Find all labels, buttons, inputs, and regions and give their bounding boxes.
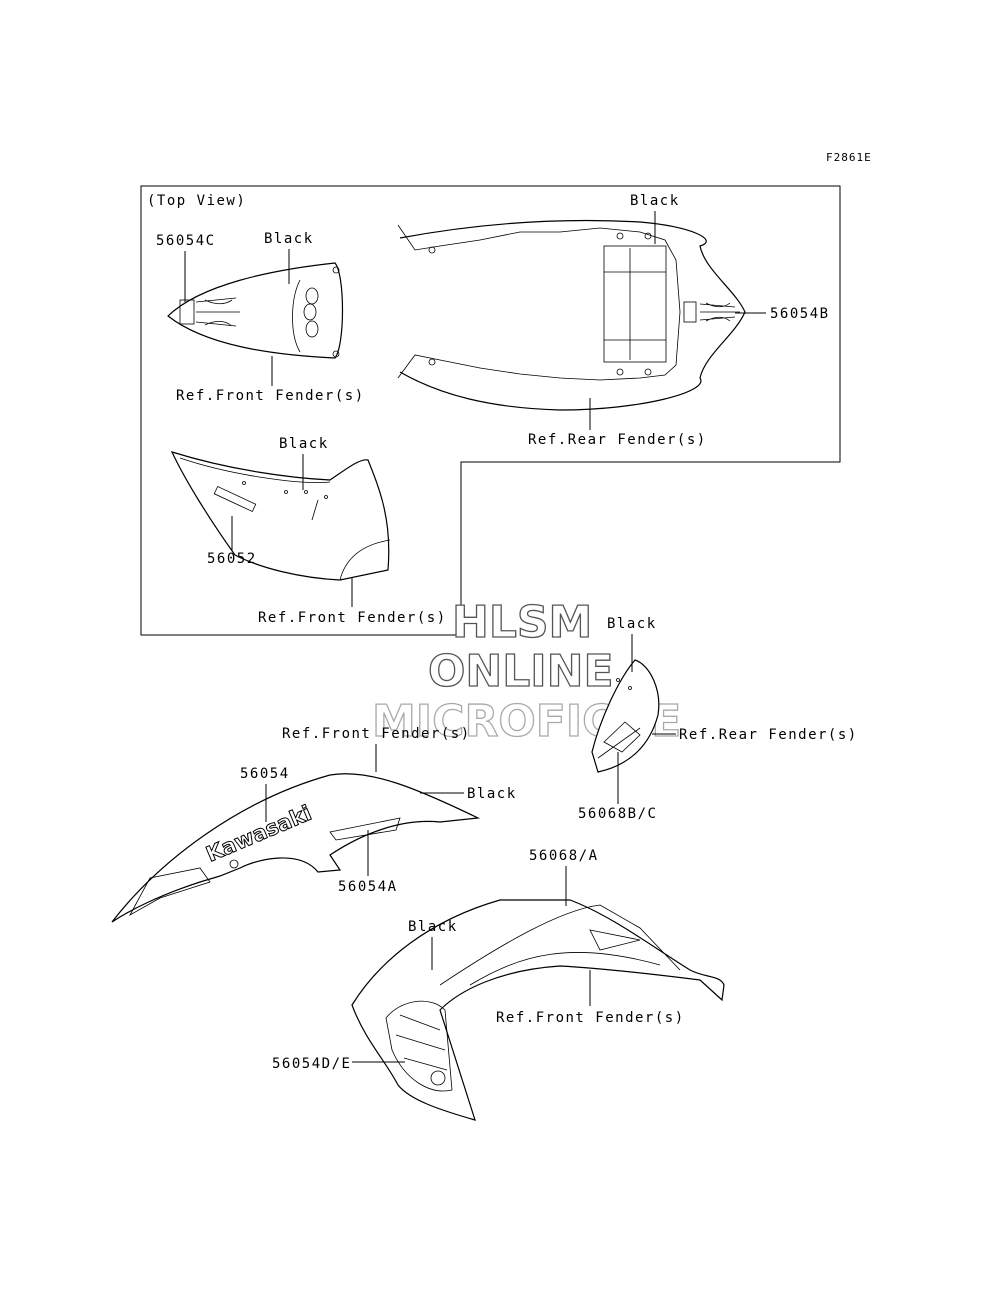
front-top-ref-label: Ref.Front Fender(s) <box>176 388 365 404</box>
claw-decal-icon <box>385 1000 453 1092</box>
claw-decal-icon <box>195 297 240 327</box>
side-top-black-label: Black <box>279 436 329 452</box>
rear-fender-top-view <box>397 219 746 411</box>
front-side-panel-top-view <box>170 451 391 581</box>
front-fender-claw <box>351 899 725 1121</box>
bottom-fender-ref-label: Ref.Front Fender(s) <box>496 1010 685 1026</box>
figure-code: F2861E <box>826 151 872 164</box>
side-top-ref-label: Ref.Front Fender(s) <box>258 610 447 626</box>
rear-top-part-number: 56054B <box>770 306 830 322</box>
front-fender-top-view <box>167 262 344 359</box>
top-view-frame <box>140 185 841 636</box>
rear-fender-side-piece <box>591 659 660 773</box>
top-view-label: (Top View) <box>147 193 246 209</box>
left-fender-part-number-a: 56054A <box>338 879 398 895</box>
bottom-fender-part-number: 56068/A <box>529 848 599 864</box>
left-fender-ref-label: Ref.Front Fender(s) <box>282 726 471 742</box>
left-fender-part-number: 56054 <box>240 766 290 782</box>
front-top-part-number: 56054C <box>156 233 216 249</box>
claw-decal-icon <box>699 302 740 322</box>
rear-side-black-label: Black <box>607 616 657 632</box>
bottom-fender-black-label: Black <box>408 919 458 935</box>
left-fender-black-label: Black <box>467 786 517 802</box>
rear-top-ref-label: Ref.Rear Fender(s) <box>528 432 707 448</box>
side-top-part-number: 56052 <box>207 551 257 567</box>
rear-side-ref-label: Ref.Rear Fender(s) <box>679 727 858 743</box>
bottom-fender-part-number-de: 56054D/E <box>272 1056 351 1072</box>
svg-text:ONLINE: ONLINE <box>428 646 614 697</box>
svg-text:HLSM: HLSM <box>452 597 592 648</box>
rear-top-black-label: Black <box>630 193 680 209</box>
front-fender-kawasaki: Kawasaki <box>111 773 481 923</box>
rear-side-part-number: 56068B/C <box>578 806 657 822</box>
front-top-black-label: Black <box>264 231 314 247</box>
